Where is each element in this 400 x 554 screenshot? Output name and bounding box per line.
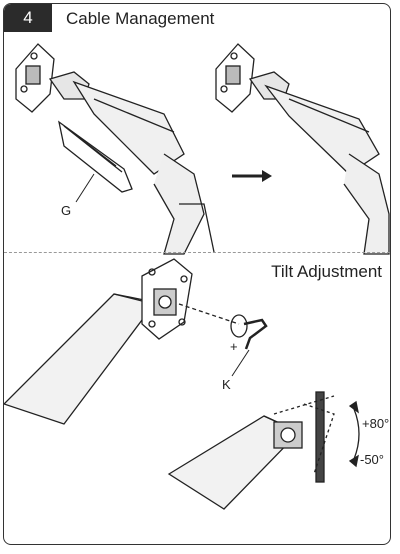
tilt-arm-angles — [167, 391, 360, 510]
instruction-panel: 4 Cable Management — [3, 3, 391, 545]
part-k-label: K — [222, 377, 231, 392]
tilt-arm-main — [4, 258, 268, 425]
angle-down-label: -50° — [360, 452, 384, 467]
section-divider — [4, 252, 390, 253]
part-g-label: G — [61, 203, 72, 218]
plus-label: + — [230, 339, 238, 354]
step-title: Cable Management — [66, 9, 215, 28]
cable-management-illustration — [4, 43, 390, 510]
angle-up-label: +80° — [362, 416, 390, 431]
cable-cover-g — [58, 120, 133, 203]
monitor-arm-before — [15, 43, 215, 255]
tilt-adjustment-title: Tilt Adjustment — [271, 262, 382, 281]
monitor-arm-after — [215, 43, 390, 255]
step-number-badge: 4 — [4, 4, 52, 32]
